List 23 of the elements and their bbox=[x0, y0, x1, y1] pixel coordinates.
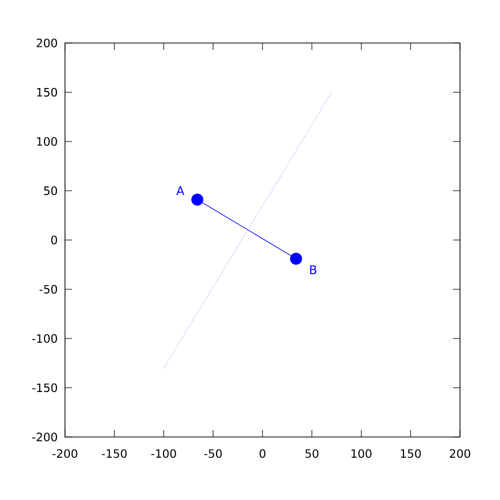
tick-label: 0 bbox=[51, 236, 58, 244]
tick-label: 200 bbox=[36, 38, 58, 48]
tick-label: -100 bbox=[32, 334, 58, 343]
tick-label: 50 bbox=[305, 449, 318, 458]
tick-label: -200 bbox=[32, 432, 58, 442]
point-label: A bbox=[176, 186, 184, 195]
tick-label: 150 bbox=[400, 449, 421, 458]
point bbox=[290, 252, 302, 265]
point-label: B bbox=[310, 265, 316, 274]
tick-label: -150 bbox=[32, 383, 58, 392]
tick-label: -200 bbox=[52, 449, 78, 458]
tick-label: 0 bbox=[260, 449, 266, 458]
tick-label: 100 bbox=[352, 449, 372, 458]
tick-label: -50 bbox=[40, 284, 58, 294]
tick-label: 200 bbox=[450, 449, 470, 458]
tick-label: -100 bbox=[151, 449, 176, 458]
tick-label: 50 bbox=[44, 186, 58, 196]
point bbox=[191, 194, 204, 206]
tick-label: -50 bbox=[204, 449, 222, 458]
tick-label: 150 bbox=[37, 88, 58, 97]
tick-label: 100 bbox=[37, 137, 58, 146]
line-segment bbox=[202, 202, 292, 256]
tick-label: -150 bbox=[102, 449, 127, 458]
